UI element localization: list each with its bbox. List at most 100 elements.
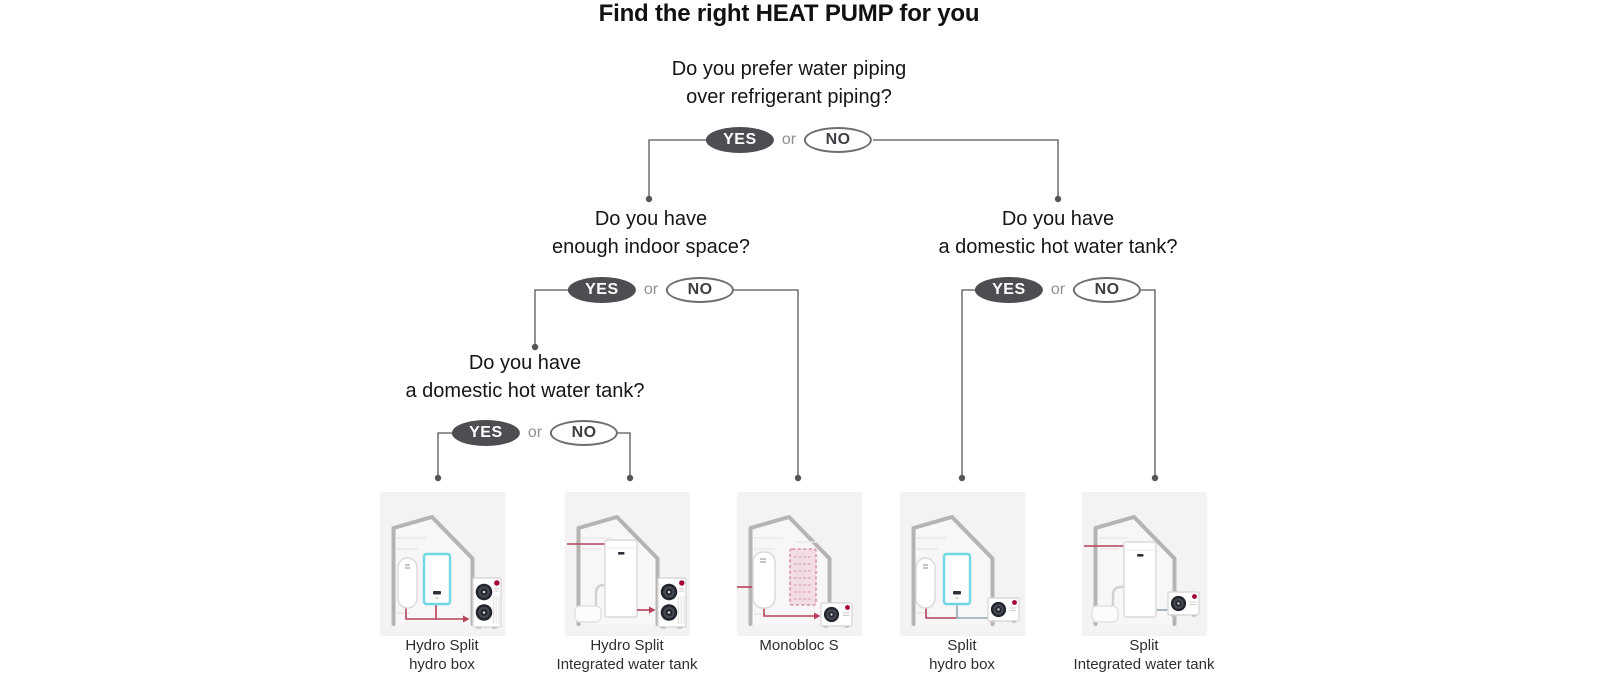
shower-icon bbox=[594, 583, 610, 614]
question-hot-water-tank-left: Do you have a domestic hot water tank? bbox=[405, 349, 644, 405]
integrated-tank-unit bbox=[1123, 541, 1157, 618]
label-line: Split bbox=[1129, 637, 1159, 654]
no-badge-q3[interactable]: NO bbox=[550, 420, 619, 446]
product-illustration-hydro-split-hydro-box bbox=[391, 515, 502, 629]
shower-icon bbox=[1111, 585, 1126, 614]
connector-q3-yes bbox=[437, 432, 453, 478]
no-badge-q1[interactable]: NO bbox=[804, 127, 873, 153]
yes-badge-q2-right[interactable]: YES bbox=[974, 277, 1043, 303]
node-dot bbox=[1151, 474, 1159, 482]
unit-display bbox=[618, 552, 625, 555]
connector-q3-no bbox=[617, 432, 631, 478]
product-label-monobloc-s: Monobloc S bbox=[699, 636, 899, 655]
question-line: over refrigerant piping? bbox=[686, 86, 892, 108]
bathtub-icon bbox=[574, 605, 602, 623]
product-label-split-integrated-water-tank: Split Integrated water tank bbox=[1044, 636, 1244, 674]
product-illustration-split-hydro-box bbox=[911, 515, 1020, 626]
outdoor-unit-icon bbox=[987, 597, 1020, 623]
product-card-hydro-split-hydro-box[interactable] bbox=[380, 492, 505, 636]
node-dot bbox=[626, 474, 634, 482]
house-texture bbox=[917, 537, 946, 614]
product-label-hydro-split-integrated-water-tank: Hydro Split Integrated water tank bbox=[527, 636, 727, 674]
yes-badge-q1[interactable]: YES bbox=[705, 127, 774, 153]
indoor-tank bbox=[397, 557, 418, 609]
pipe-arrow-icon bbox=[814, 612, 821, 620]
node-dot bbox=[958, 474, 966, 482]
connector-q1-yes bbox=[648, 139, 707, 199]
label-line: hydro box bbox=[929, 656, 995, 673]
tank-vent bbox=[405, 564, 410, 569]
tank-vent bbox=[923, 564, 928, 569]
house-texture bbox=[582, 537, 611, 550]
product-card-split-hydro-box[interactable] bbox=[900, 492, 1025, 636]
product-card-split-integrated-water-tank[interactable] bbox=[1082, 492, 1207, 636]
node-dot bbox=[1054, 195, 1062, 203]
outdoor-unit-icon bbox=[657, 577, 687, 629]
bathtub-icon bbox=[1091, 605, 1119, 623]
answer-group-q2-right: YES or NO bbox=[974, 277, 1142, 303]
unit-display bbox=[1137, 554, 1144, 557]
no-badge-q2-right[interactable]: NO bbox=[1073, 277, 1142, 303]
house-texture bbox=[397, 537, 426, 614]
or-label: or bbox=[643, 281, 659, 298]
tank-vent bbox=[760, 558, 766, 563]
product-card-hydro-split-integrated-water-tank[interactable] bbox=[565, 492, 690, 636]
yes-badge-q2-left[interactable]: YES bbox=[567, 277, 636, 303]
hydro-box-display bbox=[433, 591, 441, 595]
lg-logo-icon bbox=[494, 580, 500, 586]
hydro-box-detail bbox=[956, 597, 958, 599]
label-line: Monobloc S bbox=[759, 637, 839, 654]
answer-group-q3: YES or NO bbox=[451, 420, 619, 446]
connector-q2r-no bbox=[1140, 289, 1156, 478]
answer-group-q1: YES or NO bbox=[705, 127, 873, 153]
product-illustration-monobloc-s bbox=[737, 515, 853, 628]
question-line: Do you have bbox=[468, 352, 582, 374]
product-label-split-hydro-box: Split hydro box bbox=[862, 636, 1062, 674]
integrated-tank-unit bbox=[604, 539, 638, 618]
question-line: a domestic hot water tank? bbox=[938, 236, 1178, 258]
or-label: or bbox=[1050, 281, 1066, 298]
lg-logo-icon bbox=[679, 580, 685, 586]
outdoor-unit-icon bbox=[472, 577, 502, 629]
connector-q2l-yes bbox=[534, 289, 569, 347]
or-label: or bbox=[781, 131, 797, 148]
product-label-hydro-split-hydro-box: Hydro Split hydro box bbox=[342, 636, 542, 674]
outdoor-unit-icon bbox=[1167, 591, 1200, 617]
hydro-box-unit bbox=[422, 552, 452, 606]
or-label: or bbox=[527, 424, 543, 441]
question-indoor-space: Do you have enough indoor space? bbox=[552, 205, 750, 261]
connector-q1-no bbox=[873, 139, 1059, 199]
lg-logo-icon bbox=[845, 605, 850, 610]
question-hot-water-tank-right: Do you have a domestic hot water tank? bbox=[938, 205, 1177, 261]
outdoor-unit-icon bbox=[820, 602, 853, 628]
label-line: Integrated water tank bbox=[556, 656, 698, 673]
no-badge-q2-left[interactable]: NO bbox=[666, 277, 735, 303]
connector-q2r-yes bbox=[961, 289, 976, 478]
product-illustration-split-integrated-water-tank bbox=[1084, 515, 1200, 626]
product-card-monobloc-s[interactable] bbox=[737, 492, 862, 636]
indoor-tank bbox=[915, 557, 936, 609]
hydro-box-unit bbox=[942, 552, 972, 606]
page-title: Find the right HEAT PUMP for you bbox=[598, 0, 980, 27]
label-line: Split bbox=[947, 637, 977, 654]
question-piping-preference: Do you prefer water piping over refriger… bbox=[672, 55, 907, 111]
lg-logo-icon bbox=[1192, 594, 1197, 599]
node-dot bbox=[645, 195, 653, 203]
node-dot bbox=[434, 474, 442, 482]
refrigerant-pipe bbox=[956, 602, 988, 619]
pipe-arrow-icon bbox=[463, 615, 470, 623]
answer-group-q2-left: YES or NO bbox=[567, 277, 735, 303]
house-texture bbox=[754, 537, 821, 615]
question-line: enough indoor space? bbox=[552, 236, 750, 258]
node-dot bbox=[794, 474, 802, 482]
label-line: Hydro Split bbox=[405, 637, 479, 654]
connector-q2l-no bbox=[733, 289, 799, 478]
yes-badge-q3[interactable]: YES bbox=[451, 420, 520, 446]
hydro-box-detail bbox=[436, 597, 438, 599]
question-line: Do you prefer water piping bbox=[671, 58, 907, 80]
label-line: Hydro Split bbox=[590, 637, 664, 654]
question-line: a domestic hot water tank? bbox=[405, 380, 645, 402]
water-pipe bbox=[925, 606, 957, 619]
lg-logo-icon bbox=[1012, 600, 1017, 605]
label-line: Integrated water tank bbox=[1073, 656, 1215, 673]
